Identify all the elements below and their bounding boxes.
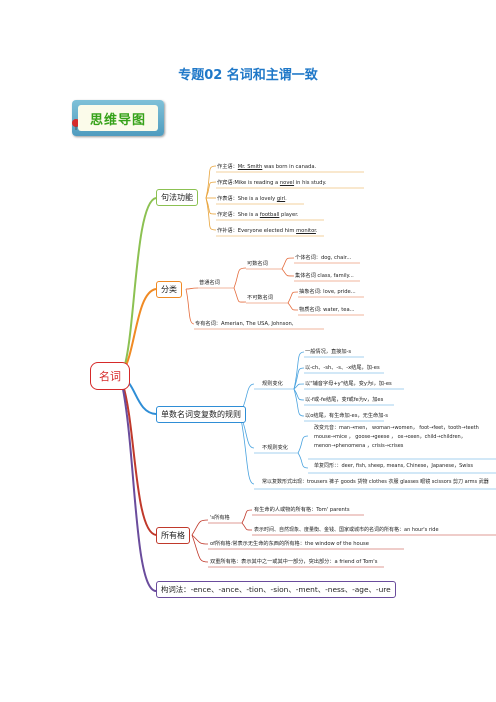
irregular-vowel-line: mouse→mice ， goose→geese ， ox→oxen，child… [314, 434, 466, 440]
syntax-item: 作补语：Everyone elected him monitor. [217, 228, 318, 234]
regular-change-label: 规则变化 [262, 381, 283, 387]
s-possessive-item: 有生命的人或物的所有格：Tom' parents [254, 507, 350, 513]
mind-map-connectors [121, 165, 496, 592]
irregular-vowel-line: menon→phenomena ，crisis→crises [314, 443, 404, 449]
branch-syntax: 句法功能 [156, 189, 198, 206]
page-title: 专题02 名词和主谓一致 [178, 68, 318, 83]
branch-possessive: 所有格 [156, 527, 190, 544]
mind-map-badge-label: 思维导图 [89, 112, 146, 128]
abstract-noun: 抽象名词: love, pride... [299, 289, 356, 295]
irregular-same-form: 单复同形：：deer, fish, sheep, means, Chinese，… [314, 463, 473, 469]
syntax-item: 作宾语:Mike is reading a novel in his study… [217, 180, 327, 186]
plural-only-nouns: 常以复数形式出现：trousers 裤子 goods 货物 clothes 衣服… [262, 479, 489, 485]
branch-plural: 单数名词变复数的规则 [156, 406, 246, 423]
branch-word-formation: 构词法：-ence、-ance、-tion、-sion、-ment、-ness、… [156, 581, 396, 598]
s-possessive-label: 's所有格 [210, 515, 230, 521]
common-noun-label: 普通名词 [199, 280, 220, 286]
material-noun: 物质名词: water, tea... [299, 307, 355, 313]
regular-rule: 一般情况，直接加-s [305, 349, 352, 355]
mind-map: 思维导图 名词 句法功能 作主语：Mr. Smith was born in c… [64, 92, 496, 610]
individual-noun: 个体名词：dog, chair... [295, 255, 352, 261]
proper-noun: 专有名词：Amerian, The USA, Johnson, [195, 321, 294, 327]
regular-rule: 以-ch、-sh、-s、-x结尾，加-es [305, 365, 380, 371]
of-possessive-item: of所有格:常表示无生命的东西的所有格：the window of the ho… [210, 541, 369, 547]
branch-category: 分类 [156, 281, 182, 298]
irregular-vowel-line: 改变元音：man→men， woman→women， foot→feet，too… [314, 425, 479, 431]
s-possessive-item: 表示时间、自然现象、度量衡、金钱、国家或城市的名词的所有格：an hour's … [254, 527, 439, 533]
mind-map-badge: 思维导图 [72, 100, 164, 136]
regular-rule: 以-f或-fe结尾，变f或fe为v，加es [305, 397, 384, 403]
syntax-item: 作定语：She is a football player. [217, 212, 299, 218]
irregular-change-label: 不规则变化 [262, 445, 288, 451]
syntax-item: 作主语：Mr. Smith was born in canada. [217, 164, 317, 170]
collective-noun: 集体名词 class, family... [295, 273, 354, 279]
double-possessive-item: 双重所有格：表示其中之一或其中一部分，突出部分：a friend of Tom'… [210, 559, 378, 565]
regular-rule: 以"辅音字母+y"结尾，变y为i，加-es [305, 381, 392, 387]
uncountable-noun-label: 不可数名词 [247, 295, 273, 301]
countable-noun-label: 可数名词 [247, 261, 268, 267]
root-node: 名词 [90, 362, 130, 390]
syntax-item: 作表语：She is a lovely girl. [217, 196, 287, 202]
regular-rule: 以o结尾，有生命加-es，无生命加-s [305, 413, 388, 419]
